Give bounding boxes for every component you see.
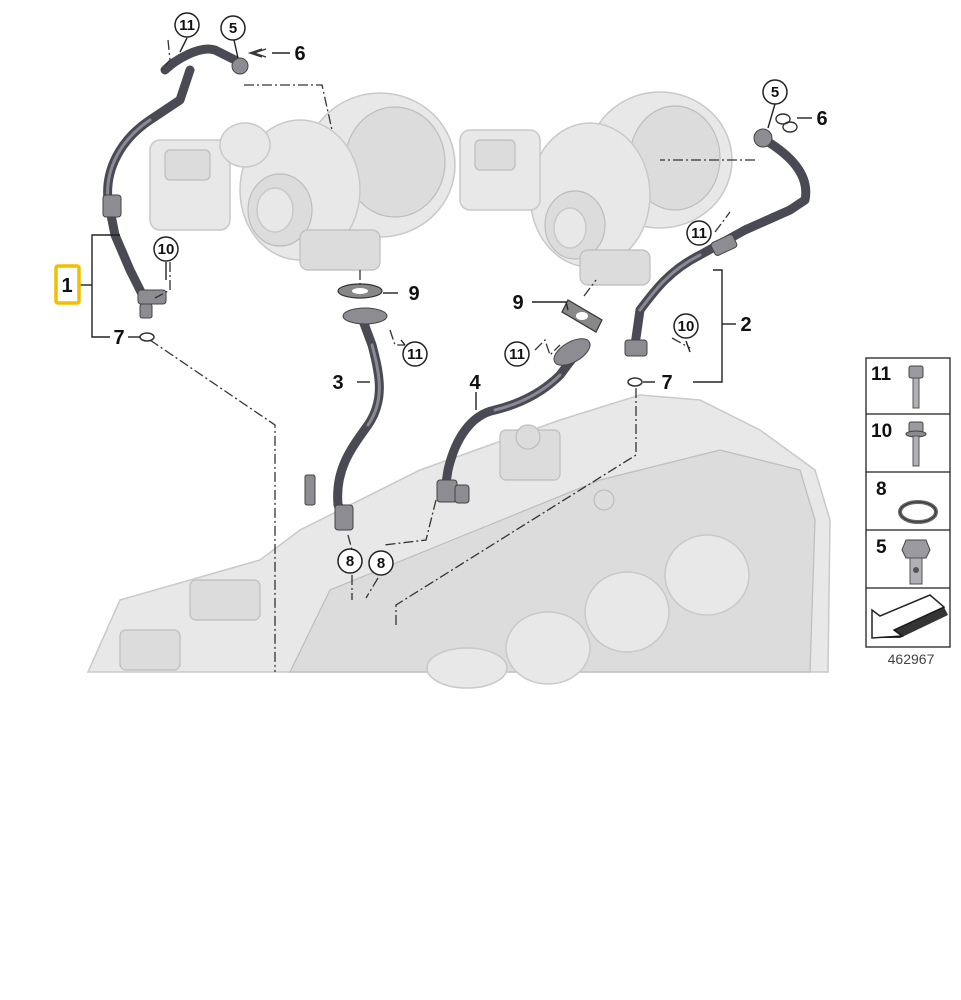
legend-panel: 11 10 8 5 bbox=[865, 357, 951, 648]
callout-6-right[interactable]: 6 bbox=[816, 108, 827, 130]
banjo-bolt-icon bbox=[901, 539, 931, 585]
callout-1-label: 1 bbox=[61, 275, 72, 297]
seal-ring-7-left[interactable] bbox=[139, 332, 155, 342]
callout-7-right-label: 7 bbox=[661, 372, 672, 394]
callout-11-center-left-label: 11 bbox=[407, 346, 423, 363]
oil-feed-line-1[interactable] bbox=[102, 44, 249, 319]
legend-item-5[interactable]: 5 bbox=[876, 537, 931, 585]
callout-3[interactable]: 3 bbox=[332, 372, 343, 394]
callout-6-left[interactable]: 6 bbox=[294, 43, 305, 65]
callout-11-right-label: 11 bbox=[691, 225, 707, 242]
callout-8-left[interactable]: 8 bbox=[337, 548, 363, 574]
callout-7-left[interactable]: 7 bbox=[113, 327, 124, 349]
callout-7-left-label: 7 bbox=[113, 327, 124, 349]
engine-block bbox=[86, 394, 831, 689]
callout-4[interactable]: 4 bbox=[469, 372, 481, 394]
callout-10-right[interactable]: 10 bbox=[673, 313, 699, 339]
selected-part-highlight bbox=[54, 264, 81, 305]
seal-ring-7-right[interactable] bbox=[627, 377, 643, 387]
seal-ring-6-right[interactable] bbox=[775, 113, 798, 133]
oil-feed-line-2[interactable] bbox=[624, 128, 811, 357]
legend-item-11-label: 11 bbox=[871, 364, 892, 385]
callout-11-center-left[interactable]: 11 bbox=[402, 341, 428, 367]
legend-item-8-label: 8 bbox=[876, 479, 887, 500]
callout-4-label: 4 bbox=[469, 372, 481, 394]
legend-item-11[interactable]: 11 bbox=[871, 364, 924, 409]
legend-item-5-label: 5 bbox=[876, 537, 887, 558]
callout-5-left-label: 5 bbox=[229, 20, 237, 37]
oil-return-line-4[interactable] bbox=[436, 333, 594, 504]
callout-5-left[interactable]: 5 bbox=[220, 15, 246, 41]
callout-10-left[interactable]: 10 bbox=[153, 236, 179, 262]
legend-item-8[interactable]: 8 bbox=[876, 479, 938, 524]
callout-7-right[interactable]: 7 bbox=[661, 372, 672, 394]
seal-ring-6-left[interactable] bbox=[247, 48, 267, 58]
gasket-9-left[interactable] bbox=[337, 283, 383, 299]
legend-item-10-label: 10 bbox=[871, 421, 892, 442]
callout-9-left[interactable]: 9 bbox=[408, 283, 419, 305]
callout-11-center-right-label: 11 bbox=[509, 346, 525, 363]
catalog-number: 462967 bbox=[888, 651, 935, 667]
callout-8-left-label: 8 bbox=[346, 553, 354, 570]
callout-6-left-label: 6 bbox=[294, 43, 305, 65]
callout-11-top-left-label: 11 bbox=[179, 17, 195, 34]
flange-bolt-icon bbox=[905, 421, 927, 467]
callout-9-right-label: 9 bbox=[512, 292, 523, 314]
callout-6-right-label: 6 bbox=[816, 108, 827, 130]
orientation-arrow-icon bbox=[871, 594, 948, 639]
callout-11-center-right[interactable]: 11 bbox=[504, 341, 530, 367]
leader-lines bbox=[80, 37, 812, 672]
callout-8-right-label: 8 bbox=[377, 555, 385, 572]
callout-2[interactable]: 2 bbox=[740, 314, 751, 336]
bolt-icon bbox=[908, 365, 924, 409]
callout-8-right[interactable]: 8 bbox=[368, 550, 394, 576]
seal-ring-icon bbox=[898, 500, 938, 524]
callout-5-right[interactable]: 5 bbox=[762, 79, 788, 105]
callout-2-label: 2 bbox=[740, 314, 751, 336]
oil-return-line-3[interactable] bbox=[304, 307, 388, 531]
callout-10-right-label: 10 bbox=[678, 318, 695, 335]
callout-11-right[interactable]: 11 bbox=[686, 220, 712, 246]
callout-9-left-label: 9 bbox=[408, 283, 419, 305]
callout-5-right-label: 5 bbox=[771, 84, 779, 101]
callout-9-right[interactable]: 9 bbox=[512, 292, 523, 314]
callout-10-left-label: 10 bbox=[158, 241, 175, 258]
callout-3-label: 3 bbox=[332, 372, 343, 394]
legend-item-10[interactable]: 10 bbox=[871, 421, 927, 467]
turbocharger-left bbox=[149, 92, 456, 271]
gasket-9-right[interactable] bbox=[561, 299, 603, 333]
callout-11-top-left[interactable]: 11 bbox=[174, 12, 200, 38]
callout-1[interactable]: 1 bbox=[61, 275, 72, 297]
